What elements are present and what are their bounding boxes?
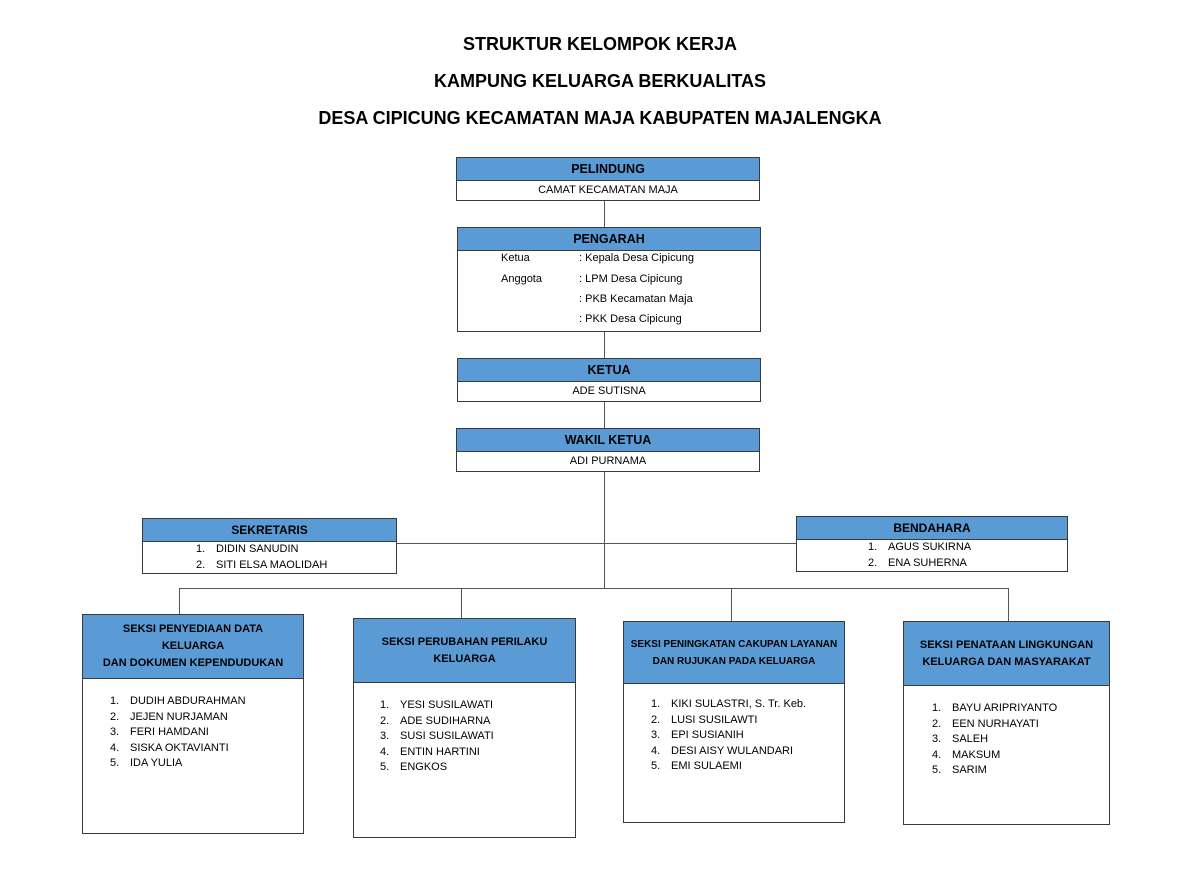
- seksi-list-4: 1.BAYU ARIPRIYANTO 2.EEN NURHAYATI 3.SAL…: [932, 701, 1109, 779]
- list-item: 2.LUSI SUSILAWTI: [651, 713, 758, 726]
- pelindung-name: CAMAT KECAMATAN MAJA: [538, 184, 678, 196]
- pengarah-label-1: Ketua: [501, 252, 530, 264]
- list-item: 2.ENA SUHERNA: [868, 556, 967, 569]
- list-item: 5.EMI SULAEMI: [651, 760, 742, 772]
- list-item: 2.EEN NURHAYATI: [932, 717, 1039, 730]
- ketua-box: KETUA ADE SUTISNA: [457, 358, 761, 402]
- list-item: 4.ENTIN HARTINI: [380, 745, 480, 758]
- bendahara-header: BENDAHARA: [797, 517, 1067, 540]
- list-item: 2.ADE SUDIHARNA: [380, 714, 491, 727]
- list-item: 3.SUSI SUSILAWATI: [380, 730, 494, 742]
- page-title-3: DESA CIPICUNG KECAMATAN MAJA KABUPATEN M…: [318, 108, 882, 128]
- seksi-list-2: 1.YESI SUSILAWATI 2.ADE SUDIHARNA 3.SUSI…: [380, 698, 575, 776]
- list-item: 2.SITI ELSA MAOLIDAH: [196, 558, 328, 571]
- page-title-2: KAMPUNG KELUARGA BERKUALITAS: [434, 71, 766, 91]
- pengarah-box: PENGARAH Ketua : Kepala Desa Cipicung An…: [457, 227, 761, 332]
- list-item: 1.BAYU ARIPRIYANTO: [932, 702, 1058, 714]
- list-item: 5.ENGKOS: [380, 761, 448, 773]
- list-item: 2.JEJEN NURJAMAN: [110, 710, 228, 723]
- pengarah-value-3: : PKB Kecamatan Maja: [579, 293, 693, 305]
- list-item: 5.SARIM: [932, 764, 987, 776]
- pengarah-value-4: : PKK Desa Cipicung: [579, 313, 682, 325]
- sekretaris-header: SEKRETARIS: [143, 519, 396, 542]
- list-item: 3.EPI SUSIANIH: [651, 729, 744, 741]
- list-item: 1.YESI SUSILAWATI: [380, 699, 494, 711]
- sekretaris-box: SEKRETARIS 1.DIDIN SANUDIN 2.SITI ELSA M…: [142, 518, 397, 574]
- list-item: 1.AGUS SUKIRNA: [868, 541, 972, 553]
- list-item: 4.DESI AISY WULANDARI: [651, 744, 794, 757]
- pengarah-label-2: Anggota: [501, 273, 542, 285]
- pelindung-header: PELINDUNG: [457, 158, 759, 181]
- ketua-header: KETUA: [458, 359, 760, 382]
- seksi-list-1: 1.DUDIH ABDURAHMAN 2.JEJEN NURJAMAN 3.FE…: [110, 694, 303, 772]
- list-item: 4.SISKA OKTAVIANTI: [110, 741, 229, 754]
- bendahara-box: BENDAHARA 1.AGUS SUKIRNA 2.ENA SUHERNA: [796, 516, 1068, 572]
- list-item: 4.MAKSUM: [932, 748, 1001, 761]
- sekretaris-list: 1.DIDIN SANUDIN 2.SITI ELSA MAOLIDAH: [196, 542, 396, 573]
- pengarah-value-2: : LPM Desa Cipicung: [579, 273, 683, 285]
- seksi-list-3: 1.KIKI SULASTRI, S. Tr. Keb. 2.LUSI SUSI…: [651, 697, 844, 775]
- pengarah-header: PENGARAH: [458, 228, 760, 251]
- list-item: 1.DUDIH ABDURAHMAN: [110, 695, 246, 707]
- wakil-ketua-box: WAKIL KETUA ADI PURNAMA: [456, 428, 760, 472]
- ketua-name: ADE SUTISNA: [572, 385, 646, 397]
- list-item: 1.DIDIN SANUDIN: [196, 543, 299, 555]
- wakil-ketua-name: ADI PURNAMA: [569, 455, 647, 467]
- list-item: 3.SALEH: [932, 733, 989, 745]
- page-title-1: STRUKTUR KELOMPOK KERJA: [462, 34, 737, 54]
- wakil-ketua-header: WAKIL KETUA: [457, 429, 759, 452]
- pengarah-value-1: : Kepala Desa Cipicung: [579, 252, 694, 264]
- list-item: 3.FERI HAMDANI: [110, 726, 209, 738]
- list-item: 5.IDA YULIA: [110, 757, 183, 769]
- pelindung-box: PELINDUNG CAMAT KECAMATAN MAJA: [456, 157, 760, 201]
- bendahara-list: 1.AGUS SUKIRNA 2.ENA SUHERNA: [868, 540, 1067, 571]
- list-item: 1.KIKI SULASTRI, S. Tr. Keb.: [651, 698, 807, 710]
